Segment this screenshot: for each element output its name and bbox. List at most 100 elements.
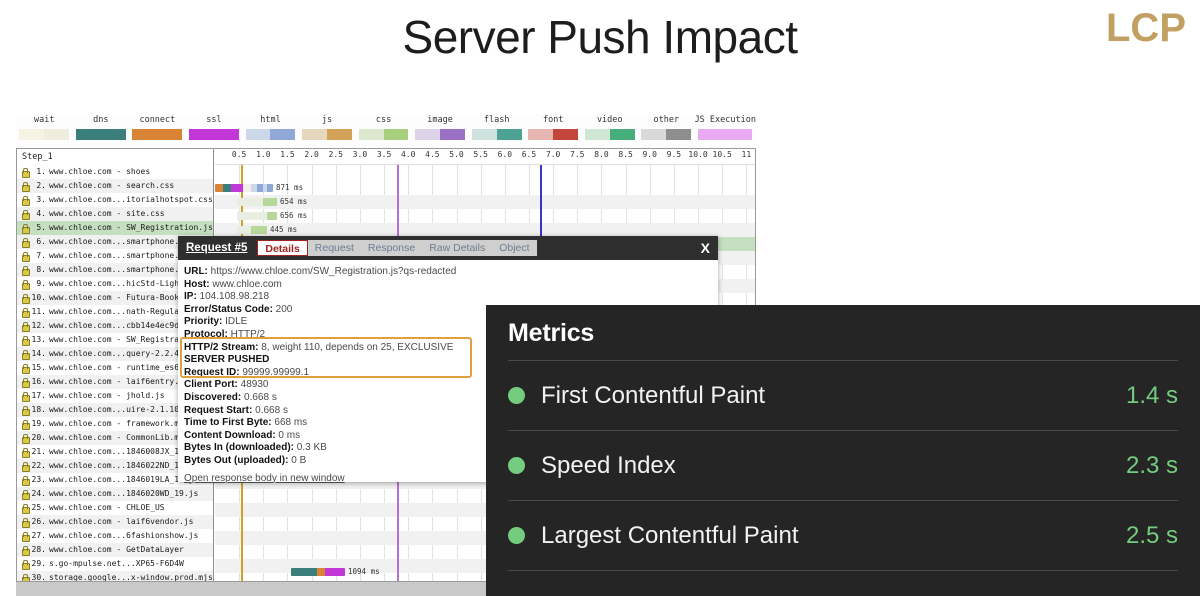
request-url: www.chloe.com...query-2.2.4.js xyxy=(49,349,194,358)
legend-item: css xyxy=(355,114,412,146)
lock-icon xyxy=(20,392,30,402)
request-list-item[interactable]: 15.www.chloe.com - runtime_es6.js xyxy=(17,361,213,375)
lock-icon xyxy=(20,308,30,318)
request-list-item[interactable]: 29.s.go-mpulse.net...XP65-F6D4W xyxy=(17,557,213,571)
detail-key: Request Start: xyxy=(184,404,253,416)
legend-swatch xyxy=(528,129,579,140)
request-list-item[interactable]: 14.www.chloe.com...query-2.2.4.js xyxy=(17,347,213,361)
request-list-item[interactable]: 12.www.chloe.com...cbb14e4ec9d5.js xyxy=(17,319,213,333)
ruler-tick: 10.0 xyxy=(688,150,708,159)
ruler-tick: 7.5 xyxy=(570,150,585,159)
request-list-item[interactable]: 4.www.chloe.com - site.css xyxy=(17,207,213,221)
request-list-item[interactable]: 3.www.chloe.com...itorialhotspot.css xyxy=(17,193,213,207)
bar-duration-label: 654 ms xyxy=(280,197,308,206)
detail-key: SERVER PUSHED xyxy=(184,354,270,366)
lcp-badge: LCP xyxy=(1106,6,1186,50)
request-url: www.chloe.com...6fashionshow.js xyxy=(49,531,199,540)
request-list-item[interactable]: 21.www.chloe.com...1846008JX_19.js xyxy=(17,445,213,459)
legend-label: image xyxy=(427,115,453,125)
request-url: www.chloe.com - runtime_es6.js xyxy=(49,363,194,372)
legend-swatch xyxy=(415,129,465,140)
waterfall-row[interactable] xyxy=(215,195,755,209)
lock-icon xyxy=(20,420,30,430)
request-url: storage.google...x-window.prod.mjs xyxy=(49,573,213,582)
close-icon[interactable]: X xyxy=(700,240,710,256)
metrics-heading: Metrics xyxy=(508,319,595,347)
request-list-item[interactable]: 27.www.chloe.com...6fashionshow.js xyxy=(17,529,213,543)
request-tab-object[interactable]: Object xyxy=(499,242,530,254)
detail-line: IP: 104.108.98.218 xyxy=(184,291,718,304)
request-list-item[interactable]: 7.www.chloe.com...smartphone.woff xyxy=(17,249,213,263)
request-list-item[interactable]: 25.www.chloe.com - CHLOE_US xyxy=(17,501,213,515)
detail-line: Client Port: 48930 xyxy=(184,379,718,392)
request-list-item[interactable]: 11.www.chloe.com...nath-Regular.woff xyxy=(17,305,213,319)
request-list-item[interactable]: 26.www.chloe.com - laif6vendor.js xyxy=(17,515,213,529)
lock-icon xyxy=(20,280,30,290)
lock-icon xyxy=(20,350,30,360)
lock-icon xyxy=(20,518,30,528)
request-list-item[interactable]: 8.www.chloe.com...smartphone.woff xyxy=(17,263,213,277)
detail-key: Request ID: xyxy=(184,366,240,378)
waterfall-row[interactable] xyxy=(215,223,755,237)
request-list-item[interactable]: 9.www.chloe.com...hicStd-Light.woff xyxy=(17,277,213,291)
request-list-item[interactable]: 30.storage.google...x-window.prod.mjs xyxy=(17,571,213,582)
waterfall-bar[interactable] xyxy=(291,568,345,576)
request-list-item[interactable]: 22.www.chloe.com...1846022ND_19.js xyxy=(17,459,213,473)
legend-label: font xyxy=(542,115,564,125)
waterfall-bar[interactable] xyxy=(237,212,277,220)
detail-line: URL: https://www.chloe.com/SW_Registrati… xyxy=(184,266,718,279)
request-list-item[interactable]: 6.www.chloe.com...smartphone.woff xyxy=(17,235,213,249)
detail-key: Host: xyxy=(184,278,210,290)
request-index: 27. xyxy=(31,531,46,540)
request-url: www.chloe.com - SW_Registration.js xyxy=(49,223,213,232)
waterfall-bar[interactable] xyxy=(215,184,273,192)
ruler-tick: 5.5 xyxy=(473,150,488,159)
waterfall-bar[interactable] xyxy=(237,198,277,206)
request-list-item[interactable]: 19.www.chloe.com - framework.min.js xyxy=(17,417,213,431)
request-list-item[interactable]: 23.www.chloe.com...1846019LA_19.js xyxy=(17,473,213,487)
request-list-item[interactable]: 2.www.chloe.com - search.css xyxy=(17,179,213,193)
legend-item: ssl xyxy=(186,114,243,146)
legend-label: html xyxy=(260,115,281,125)
request-url: www.chloe.com...hicStd-Light.woff xyxy=(49,279,208,288)
request-url: www.chloe.com...cbb14e4ec9d5.js xyxy=(49,321,199,330)
request-list-item[interactable]: 20.www.chloe.com - CommonLib.min.js xyxy=(17,431,213,445)
lock-icon xyxy=(20,378,30,388)
waterfall-bar[interactable] xyxy=(237,226,267,234)
request-list-item[interactable]: 10.www.chloe.com - Futura-Book.woff xyxy=(17,291,213,305)
request-tab-request[interactable]: Request xyxy=(314,242,354,254)
detail-value: 200 xyxy=(272,303,293,315)
request-list-item[interactable]: 1.www.chloe.com - shoes xyxy=(17,165,213,179)
status-dot-icon xyxy=(508,457,525,474)
request-list-item[interactable]: 16.www.chloe.com - laif6entry.js xyxy=(17,375,213,389)
lock-icon xyxy=(20,532,30,542)
request-list-item[interactable]: 28.www.chloe.com - GetDataLayer xyxy=(17,543,213,557)
legend-swatch xyxy=(75,129,126,140)
request-tab-raw-details[interactable]: Raw Details xyxy=(429,242,486,254)
request-popup-tabs[interactable]: Details Request Response Raw Details Object xyxy=(257,240,537,256)
request-index: 3. xyxy=(36,195,46,204)
detail-line: Protocol: HTTP/2 xyxy=(184,329,718,342)
open-response-body-link[interactable]: Open response body in new window xyxy=(184,472,345,484)
lock-icon xyxy=(20,434,30,444)
lock-icon xyxy=(20,504,30,514)
ruler-tick: 8.0 xyxy=(594,150,609,159)
request-list-item[interactable]: 18.www.chloe.com...uire-2.1.10.js xyxy=(17,403,213,417)
detail-value: 8, weight 110, depends on 25, EXCLUSIVE xyxy=(258,341,454,353)
detail-line: HTTP/2 Stream: 8, weight 110, depends on… xyxy=(184,342,718,355)
legend-label: css xyxy=(375,115,392,125)
legend-label: connect xyxy=(139,115,176,125)
request-list-item[interactable]: 17.www.chloe.com - jhold.js xyxy=(17,389,213,403)
request-list-item[interactable]: 24.www.chloe.com...1846020WD_19.js xyxy=(17,487,213,501)
request-list-item[interactable]: 5.www.chloe.com - SW_Registration.js xyxy=(17,221,213,235)
request-list-item[interactable]: 13.www.chloe.com - SW_Registration.js xyxy=(17,333,213,347)
lock-icon xyxy=(20,294,30,304)
detail-key: HTTP/2 Stream: xyxy=(184,341,259,353)
ruler-tick: 10.5 xyxy=(712,150,732,159)
request-tab-details[interactable]: Details xyxy=(257,240,308,256)
request-tab-response[interactable]: Response xyxy=(367,242,416,254)
detail-value: 668 ms xyxy=(271,417,308,429)
detail-key: Content Download: xyxy=(184,429,276,441)
legend-swatch xyxy=(245,129,296,140)
